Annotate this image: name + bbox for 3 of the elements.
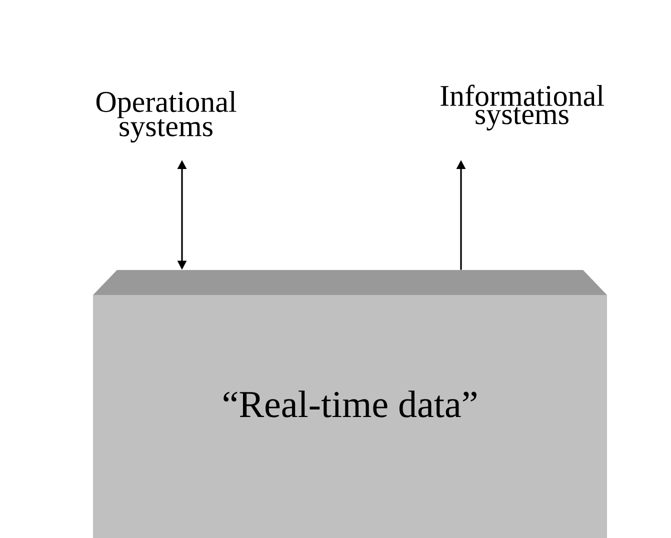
text-label: Operational systems	[96, 91, 236, 143]
text-label: Informational systems	[440, 84, 604, 130]
box-drawing: “Real-time data”	[93, 270, 607, 538]
